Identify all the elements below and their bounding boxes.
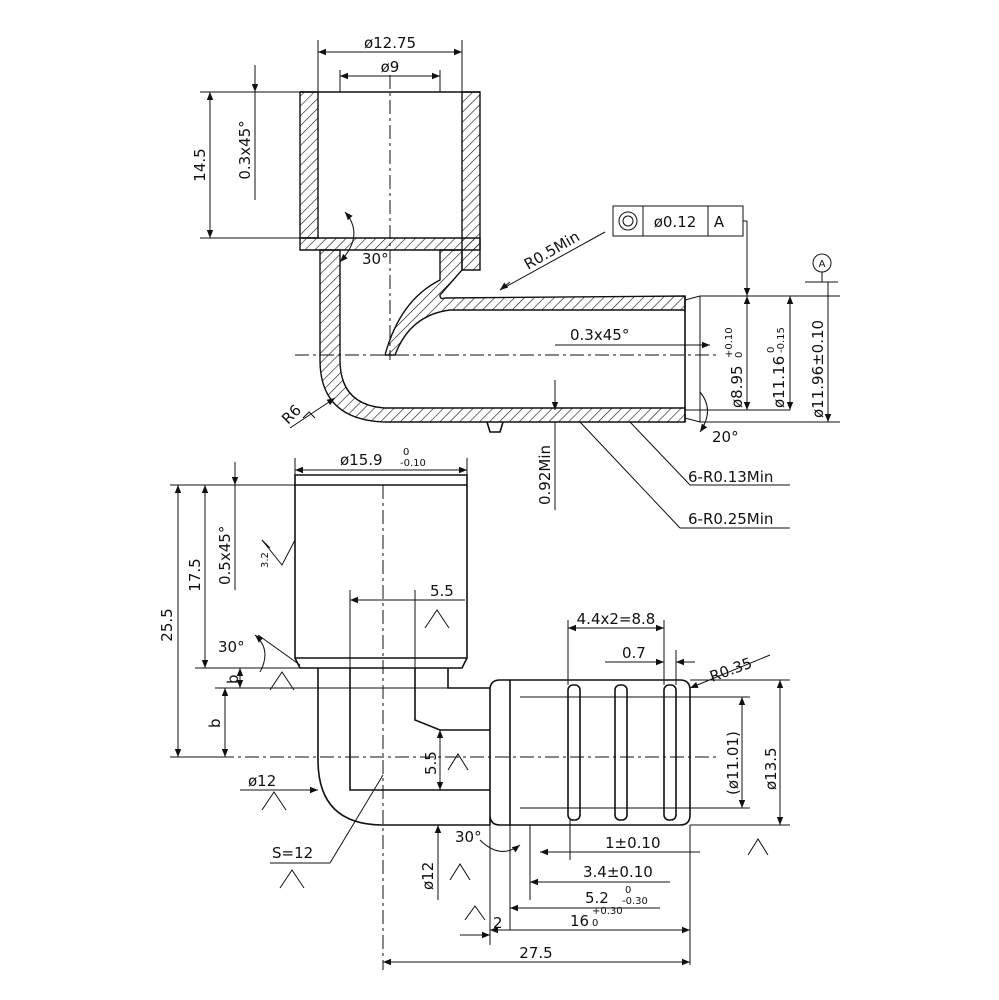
dim-end-chamfer: 0.3x45° (570, 326, 629, 344)
dim-3-4: 3.4±0.10 (583, 863, 653, 881)
bottom-view-elevation: ø15.9 0 -0.10 25.5 17.5 0.5x45° 3.2 30° … (158, 447, 790, 970)
dim-wall-min: 0.92Min (536, 445, 554, 505)
dim-rib-width: 0.7 (622, 644, 646, 662)
dim-upper-height: 17.5 (186, 558, 204, 591)
dim-inner-diameter: ø9 (381, 58, 400, 76)
tolerance-datum: A (714, 213, 725, 231)
dim-2: 2 (493, 914, 503, 932)
dim-angle: 30° (218, 638, 245, 656)
dim-wrench-size: S=12 (272, 844, 313, 862)
geometric-tolerance-frame: ø0.12 A (612, 205, 751, 296)
dim-end-angle: 20° (712, 428, 739, 446)
dim-b-upper: b (224, 674, 242, 684)
dim-mid-diameter: ø11.16 (770, 356, 788, 408)
dim-chamfer: 0.5x45° (216, 526, 234, 585)
mid-tol-lower: -0.15 (776, 327, 787, 353)
dim-rib-pitch: 4.4x2=8.8 (577, 610, 656, 628)
hex-tol-lower: -0.10 (400, 458, 426, 469)
dim-dia-12-left: ø12 (248, 772, 276, 790)
dim-total-length: 27.5 (519, 944, 552, 962)
dim-5-2-tol-lower: -0.30 (622, 896, 648, 907)
hex-body-outline (294, 474, 468, 669)
dim-16-tol-lower: 0 (592, 918, 598, 929)
bore-tol-upper: +0.10 (724, 327, 735, 358)
dim-rib-fillet-large: 6-R0.25Min (688, 510, 773, 528)
dim-rib-fillet-small: 6-R0.13Min (688, 468, 773, 486)
datum-a-marker: A (805, 253, 838, 283)
socket-wall-left (299, 91, 319, 239)
top-view-section: ø12.75 ø9 14.5 0.3x45° 30° R0.5Min ø0.12 (191, 34, 840, 529)
hex-tol-upper: 0 (403, 447, 409, 458)
dim-16: 16 (570, 912, 589, 930)
dim-5-2: 5.2 (585, 889, 609, 907)
dim-outer-pipe-diameter: ø11.96±0.10 (809, 320, 827, 418)
dim-outer-diameter: ø12.75 (364, 34, 416, 52)
mid-tol-upper: 0 (766, 347, 777, 353)
dim-bore-diameter: ø8.95 (728, 365, 746, 408)
dim-fillet-min: R0.5Min (521, 227, 583, 273)
elbow-outer-wall (319, 249, 686, 423)
dim-bend-radius: R6 (278, 401, 305, 428)
dim-barb-diameter: ø13.5 (762, 747, 780, 790)
dim-angle-bottom: 30° (455, 828, 482, 846)
dim-barb-dia-ref: (ø11.01) (724, 731, 742, 795)
datum-letter: A (819, 259, 826, 270)
barb-pipe-outline (489, 679, 691, 826)
dim-16-tol-upper: +0.30 (592, 906, 623, 917)
dim-5-5-side: 5.5 (422, 751, 440, 775)
elbow-inner-wall (384, 249, 686, 356)
dim-b-lower: b (206, 718, 224, 728)
dim-hex-diameter: ø15.9 (340, 451, 383, 469)
dim-5-5-top: 5.5 (430, 582, 454, 600)
dim-top-chamfer: 0.3x45° (236, 120, 254, 179)
dim-total-height: 25.5 (158, 608, 176, 641)
elbow-body-outline (317, 668, 490, 826)
bore-tol-lower: 0 (734, 352, 745, 358)
dim-socket-depth: 14.5 (191, 148, 209, 181)
dim-5-2-tol-upper: 0 (625, 885, 631, 896)
dim-rib-radius: R0.35 (707, 654, 754, 686)
tolerance-value: ø0.12 (654, 213, 697, 231)
dim-socket-angle: 30° (362, 250, 389, 268)
dim-dia-12-bottom: ø12 (419, 862, 437, 890)
dim-1: 1±0.10 (605, 834, 661, 852)
surface-roughness: 3.2 (260, 552, 271, 568)
